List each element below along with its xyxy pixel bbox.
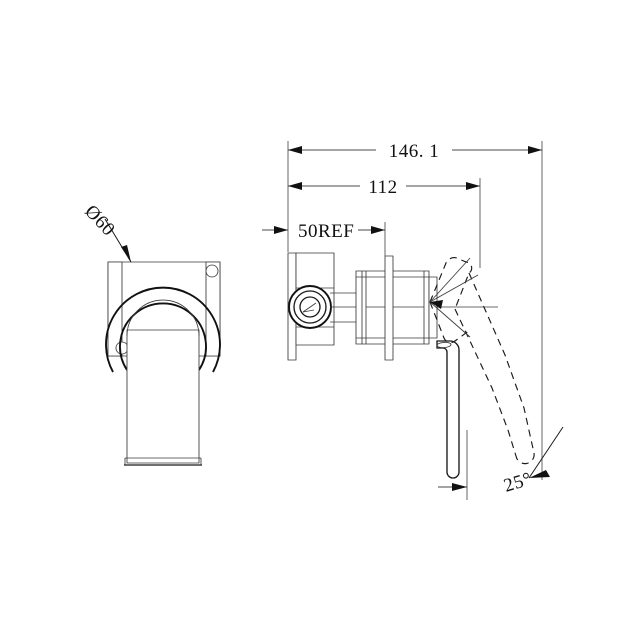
angle-label: 25° — [501, 468, 534, 496]
dimension-overall-length: 146. 1 — [287, 141, 543, 480]
ghost-handle-arm-tip — [515, 452, 535, 465]
dim-112-arrow-left — [288, 182, 302, 190]
angle-callout: 25° — [501, 427, 563, 497]
body-end-cap — [428, 276, 438, 339]
diameter-leader-arrowhead — [121, 245, 131, 262]
screw-hole-bottom-left-icon — [115, 341, 129, 355]
dim-146-arrow-right — [528, 146, 542, 154]
ghost-handle-arm-inner — [454, 308, 517, 457]
lever-handle — [436, 340, 460, 479]
dim-112-arrow-right — [466, 182, 480, 190]
ghost-handle-arm-outer — [468, 272, 535, 454]
dim-50ref-arrow-right — [371, 226, 385, 234]
front-section-view: 146. 1 112 50REF — [262, 141, 563, 500]
diameter-label: Ø60 — [80, 201, 119, 240]
lever-handle-rotated-ghost — [429, 257, 535, 465]
swing-construction-line-mid — [429, 274, 479, 303]
mounting-plate-right-ear — [205, 261, 221, 357]
dimension-reference-length: 50REF — [262, 221, 386, 256]
control-knob-indicator-mark — [302, 302, 317, 313]
dim-50ref-arrow-left — [274, 226, 288, 234]
dimension-handle-tip — [438, 430, 468, 500]
valve-stem — [330, 292, 356, 323]
mounting-plate-left-ear — [107, 261, 123, 357]
lever-handle-pivot-detail — [436, 341, 452, 349]
side-profile-view: Ø60 — [80, 201, 221, 466]
flange-plate-body — [384, 255, 394, 361]
ghost-handle-hub-lower — [429, 301, 471, 344]
swing-construction-line-up — [429, 257, 471, 303]
dim-146-arrow-left — [288, 146, 302, 154]
lever-handle-outline — [436, 340, 460, 479]
dim-112-label: 112 — [368, 177, 397, 198]
spout-collar-outer-arc — [105, 286, 221, 373]
swing-construction-line-down — [429, 301, 471, 338]
screw-hole-top-right-icon — [205, 264, 219, 278]
dimension-body-length: 112 — [288, 177, 481, 268]
body-end-cap-body — [428, 276, 438, 339]
dim-50ref-label: 50REF — [298, 221, 354, 242]
spout-body-top-radius — [126, 299, 200, 337]
control-knob — [288, 285, 332, 329]
spout-body-shell — [126, 329, 200, 464]
angle-leader-line — [529, 427, 563, 478]
swing-pivot-arrowhead — [430, 300, 443, 309]
dim-146-label: 146. 1 — [389, 141, 440, 162]
control-knob-indicator-mark-2 — [302, 309, 315, 313]
diameter-leader — [105, 219, 131, 262]
flange-plate — [384, 255, 394, 361]
dim-handle-tip-arrow — [452, 483, 467, 491]
spout-collar-inner-arc — [119, 302, 207, 371]
angle-leader-arrowhead — [529, 470, 550, 478]
spout-body — [124, 299, 202, 466]
